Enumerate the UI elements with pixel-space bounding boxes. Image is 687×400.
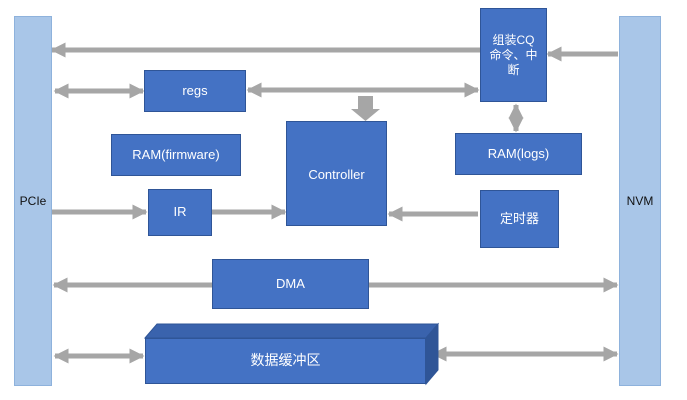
timer-block: 定时器 [480, 190, 559, 248]
dma-block: DMA [212, 259, 369, 309]
ir-block: IR [148, 189, 212, 236]
data-buffer-block: 数据缓冲区 [145, 338, 426, 384]
ram-logs-block: RAM(logs) [455, 133, 582, 175]
dma-label: DMA [276, 275, 305, 291]
controller-label: Controller [308, 167, 365, 182]
cq-label: 组装CQ命令、中断 [489, 32, 538, 77]
arrow-down-to-controller [351, 96, 380, 121]
ram-firmware-label: RAM(firmware) [132, 146, 220, 162]
regs-block: regs [144, 70, 246, 112]
regs-label: regs [182, 82, 208, 98]
data-buffer-label: 数据缓冲区 [250, 352, 321, 369]
pcie-label: PCIe [19, 193, 47, 208]
ram-logs-label: RAM(logs) [487, 145, 550, 161]
nvm-label: NVM [626, 193, 654, 208]
cq-block: 组装CQ命令、中断 [480, 8, 547, 102]
timer-label: 定时器 [499, 210, 539, 226]
buffer-side-face [425, 322, 439, 386]
nvm-bus: NVM [619, 16, 661, 386]
ram-firmware-block: RAM(firmware) [111, 134, 241, 176]
controller-block: Controller [286, 121, 387, 226]
pcie-bus: PCIe [14, 16, 52, 386]
buffer-top-face [143, 323, 440, 339]
ir-label: IR [173, 204, 187, 220]
